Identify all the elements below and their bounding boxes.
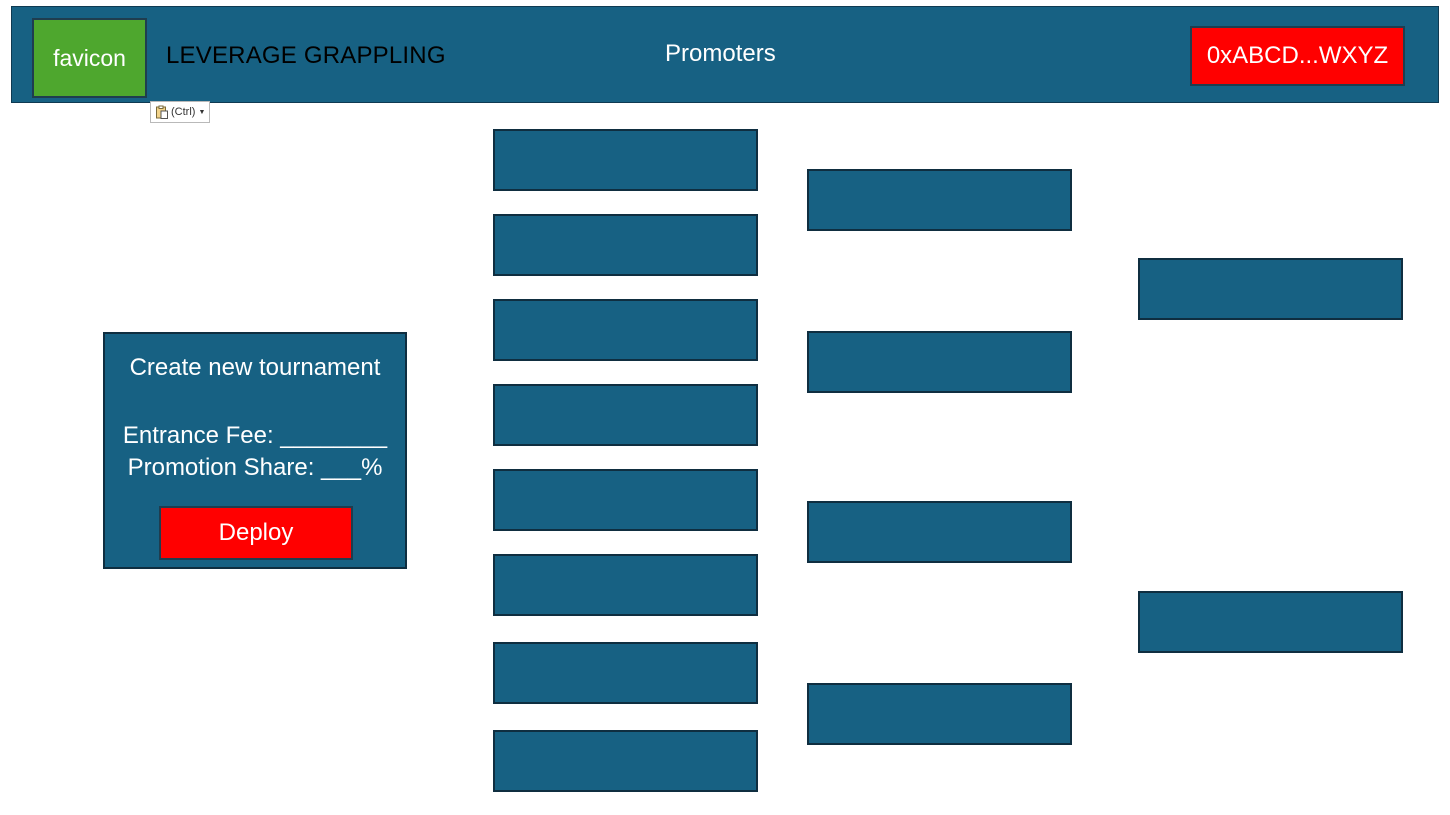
bracket-slot-round1-7[interactable] bbox=[493, 642, 758, 704]
bracket-slot-round1-3[interactable] bbox=[493, 299, 758, 361]
bracket-slot-round2-1[interactable] bbox=[807, 169, 1072, 231]
deploy-button[interactable]: Deploy bbox=[159, 506, 353, 560]
favicon-label: favicon bbox=[53, 44, 126, 71]
nav-link-promoters[interactable]: Promoters bbox=[665, 40, 776, 67]
bracket-slot-round1-5[interactable] bbox=[493, 469, 758, 531]
bracket-slot-round1-1[interactable] bbox=[493, 129, 758, 191]
bracket-slot-round2-4[interactable] bbox=[807, 683, 1072, 745]
bracket-slot-round1-6[interactable] bbox=[493, 554, 758, 616]
bracket-slot-round1-8[interactable] bbox=[493, 730, 758, 792]
bracket-slot-round2-3[interactable] bbox=[807, 501, 1072, 563]
promotion-share-field[interactable]: Promotion Share: ___% bbox=[127, 454, 383, 481]
chevron-down-icon: ▼ bbox=[198, 108, 206, 116]
bracket-slot-round1-4[interactable] bbox=[493, 384, 758, 446]
clipboard-icon bbox=[156, 105, 168, 119]
deploy-button-label: Deploy bbox=[218, 519, 294, 546]
bracket-slot-round1-2[interactable] bbox=[493, 214, 758, 276]
paste-options-label: (Ctrl) bbox=[171, 106, 196, 118]
panel-title: Create new tournament bbox=[129, 354, 381, 381]
bracket-slot-round2-2[interactable] bbox=[807, 331, 1072, 393]
create-tournament-panel: Create new tournament Entrance Fee: ____… bbox=[103, 332, 407, 569]
entrance-fee-field[interactable]: Entrance Fee: ________ bbox=[122, 422, 388, 449]
wallet-address-label: 0xABCD...WXYZ bbox=[1206, 42, 1389, 69]
bracket-slot-round3-1[interactable] bbox=[1138, 258, 1403, 320]
bracket-slot-round3-2[interactable] bbox=[1138, 591, 1403, 653]
wallet-address-button[interactable]: 0xABCD...WXYZ bbox=[1190, 26, 1405, 86]
paste-options-button[interactable]: (Ctrl) ▼ bbox=[150, 101, 211, 123]
favicon-logo: favicon bbox=[32, 18, 147, 98]
brand-title: LEVERAGE GRAPPLING bbox=[166, 42, 446, 69]
